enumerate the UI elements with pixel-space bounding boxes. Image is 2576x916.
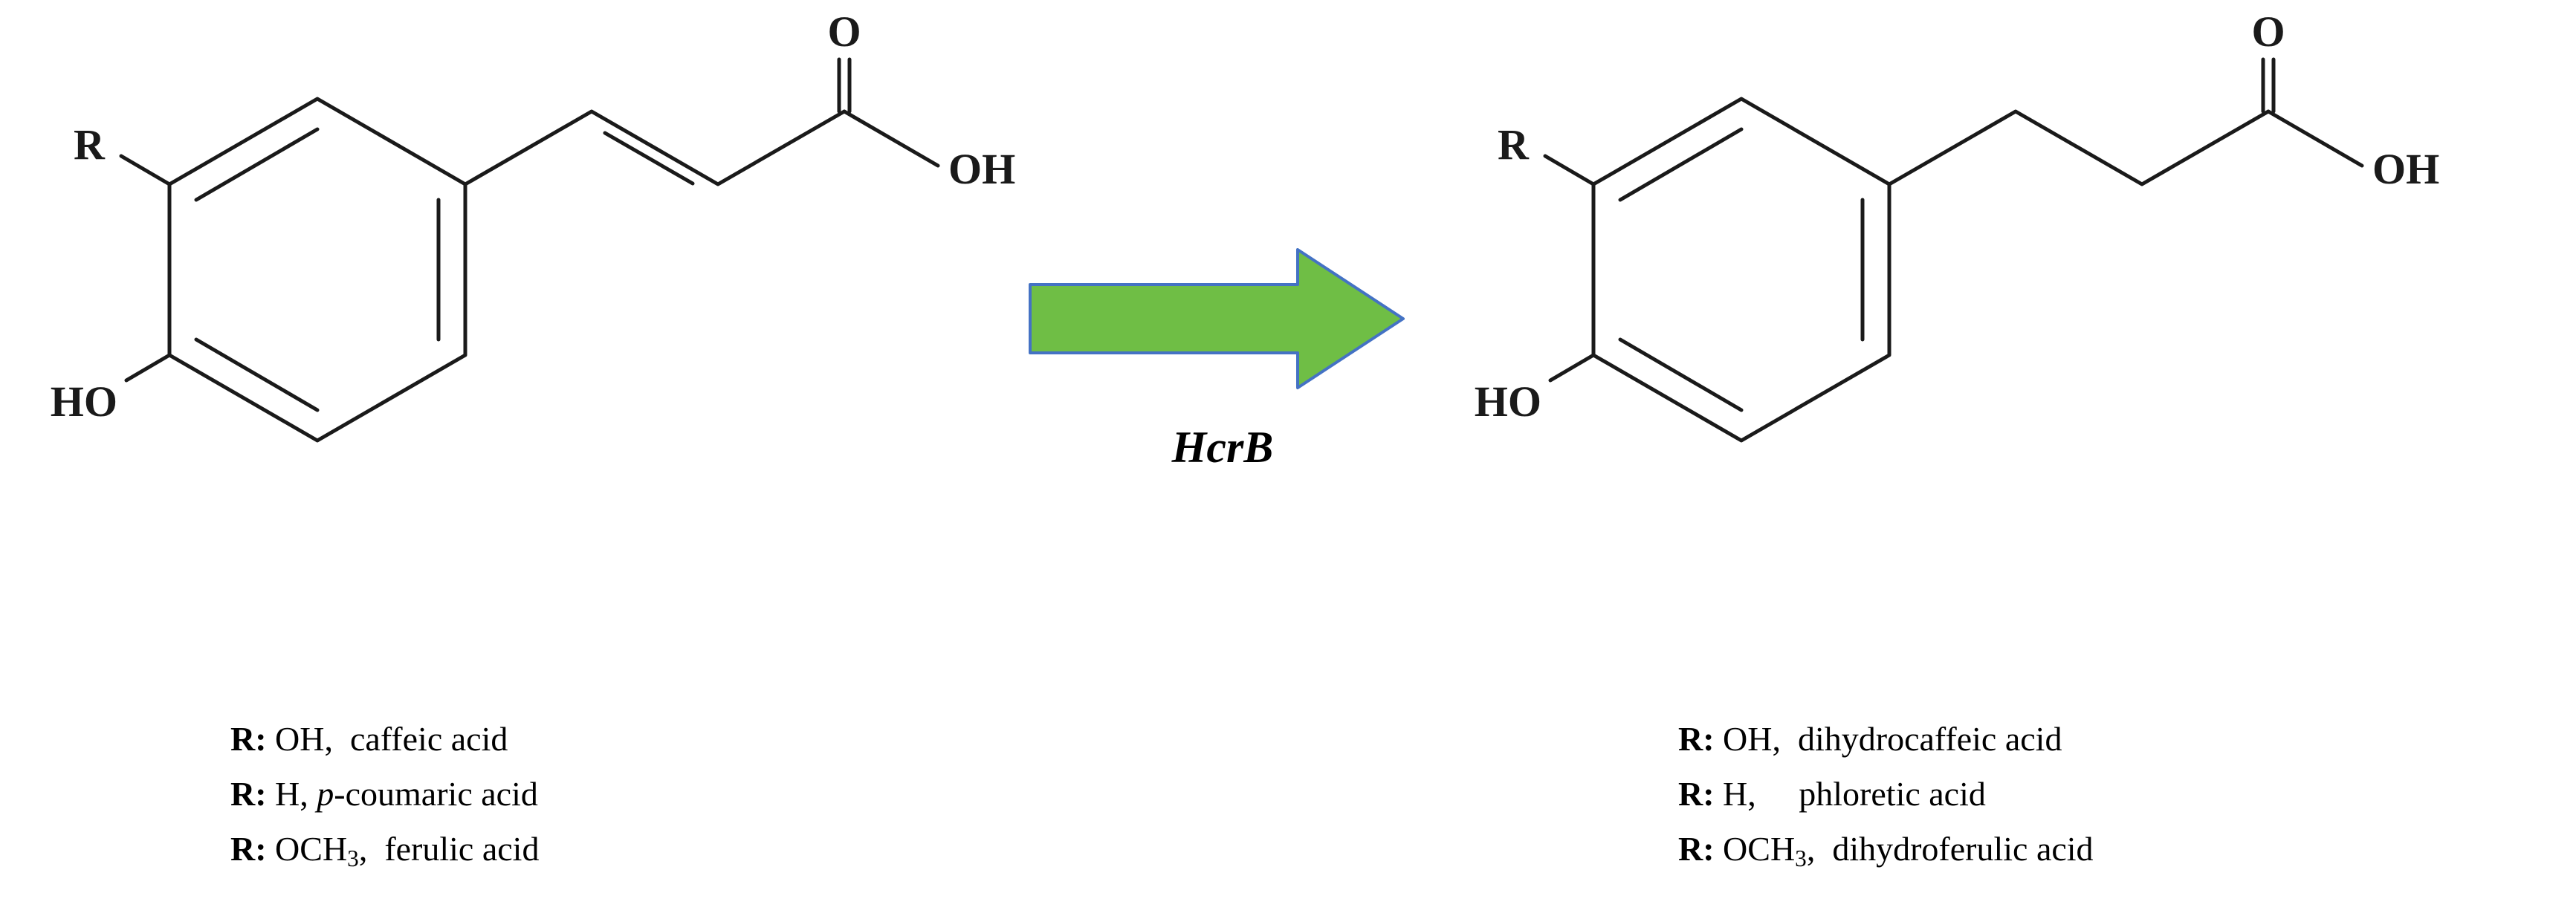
legend-text-italic: p xyxy=(317,775,334,813)
legend-text: -coumaric acid xyxy=(334,775,538,813)
enzyme-label: HcrB xyxy=(1171,423,1274,472)
legend-text-subscript: 3 xyxy=(1795,845,1807,871)
right-r-substituent-label: R xyxy=(1498,120,1530,169)
right-structure: R HO O OH xyxy=(1475,7,2439,443)
legend-right-row-phloretic: R: H, phloretic acid xyxy=(1678,767,2094,822)
benzene-ring-outline xyxy=(1591,97,1891,443)
legend-text: H, phloretic acid xyxy=(1714,775,1986,813)
legend-left: R: OH, caffeic acid R: H, p-coumaric aci… xyxy=(230,712,539,877)
left-acrylic-chain xyxy=(463,57,940,186)
legend-right-row-dihydrocaffeic: R: OH, dihydrocaffeic acid xyxy=(1678,712,2094,767)
chain-bonds xyxy=(1887,109,2271,186)
legend-text: H, xyxy=(266,775,317,813)
r-label: R: xyxy=(230,775,267,813)
legend-left-row-ferulic: R: OCH3, ferulic acid xyxy=(230,822,539,877)
r-label: R: xyxy=(1678,720,1715,758)
legend-text: OH, dihydrocaffeic acid xyxy=(1714,720,2062,758)
right-carboxyl-oh-label: OH xyxy=(2372,145,2439,193)
r-substituent-bond xyxy=(119,154,172,186)
cc-double-bond-inner xyxy=(603,131,695,186)
left-structure: R HO O OH xyxy=(51,7,1015,443)
ring-double-bond-inner xyxy=(1618,127,1744,202)
hydroxyl-bond xyxy=(1548,353,1596,383)
left-hydroxyl-label: HO xyxy=(51,377,117,426)
hydroxyl-bond xyxy=(124,353,172,383)
ring-double-bond-inner xyxy=(194,127,320,202)
carboxyl-oh-bond xyxy=(842,109,940,168)
legend-text: , ferulic acid xyxy=(358,830,540,868)
legend-text: OCH xyxy=(266,830,348,868)
ring-double-bond-inner xyxy=(1618,337,1744,412)
right-benzene-ring xyxy=(1591,97,1891,443)
r-substituent-bond xyxy=(1543,154,1596,186)
reaction-arrow: HcrB xyxy=(1029,248,1405,472)
legend-left-row-caffeic: R: OH, caffeic acid xyxy=(230,712,539,767)
left-carbonyl-oxygen-label: O xyxy=(827,7,861,56)
arrow-shape xyxy=(1029,248,1405,389)
carboxyl-oh-bond xyxy=(2266,109,2364,168)
r-label: R: xyxy=(1678,775,1715,813)
left-r-substituent-label: R xyxy=(74,120,106,169)
legend-text-subscript: 3 xyxy=(347,845,359,871)
r-label: R: xyxy=(1678,830,1715,868)
legend-left-row-coumaric: R: H, p-coumaric acid xyxy=(230,767,539,822)
right-propanoic-chain xyxy=(1887,57,2364,186)
right-hydroxyl-label: HO xyxy=(1475,377,1541,426)
ring-double-bond-inner xyxy=(194,337,320,412)
left-carboxyl-oh-label: OH xyxy=(948,145,1015,193)
chain-bonds xyxy=(463,109,847,186)
right-carbonyl-oxygen-label: O xyxy=(2251,7,2285,56)
r-label: R: xyxy=(230,720,267,758)
legend-text: OCH xyxy=(1714,830,1796,868)
legend-right: R: OH, dihydrocaffeic acid R: H, phloret… xyxy=(1678,712,2094,877)
legend-right-row-dihydroferulic: R: OCH3, dihydroferulic acid xyxy=(1678,822,2094,877)
left-benzene-ring xyxy=(167,97,467,443)
benzene-ring-outline xyxy=(167,97,467,443)
legend-text: OH, caffeic acid xyxy=(266,720,508,758)
legend-text: , dihydroferulic acid xyxy=(1806,830,2094,868)
r-label: R: xyxy=(230,830,267,868)
